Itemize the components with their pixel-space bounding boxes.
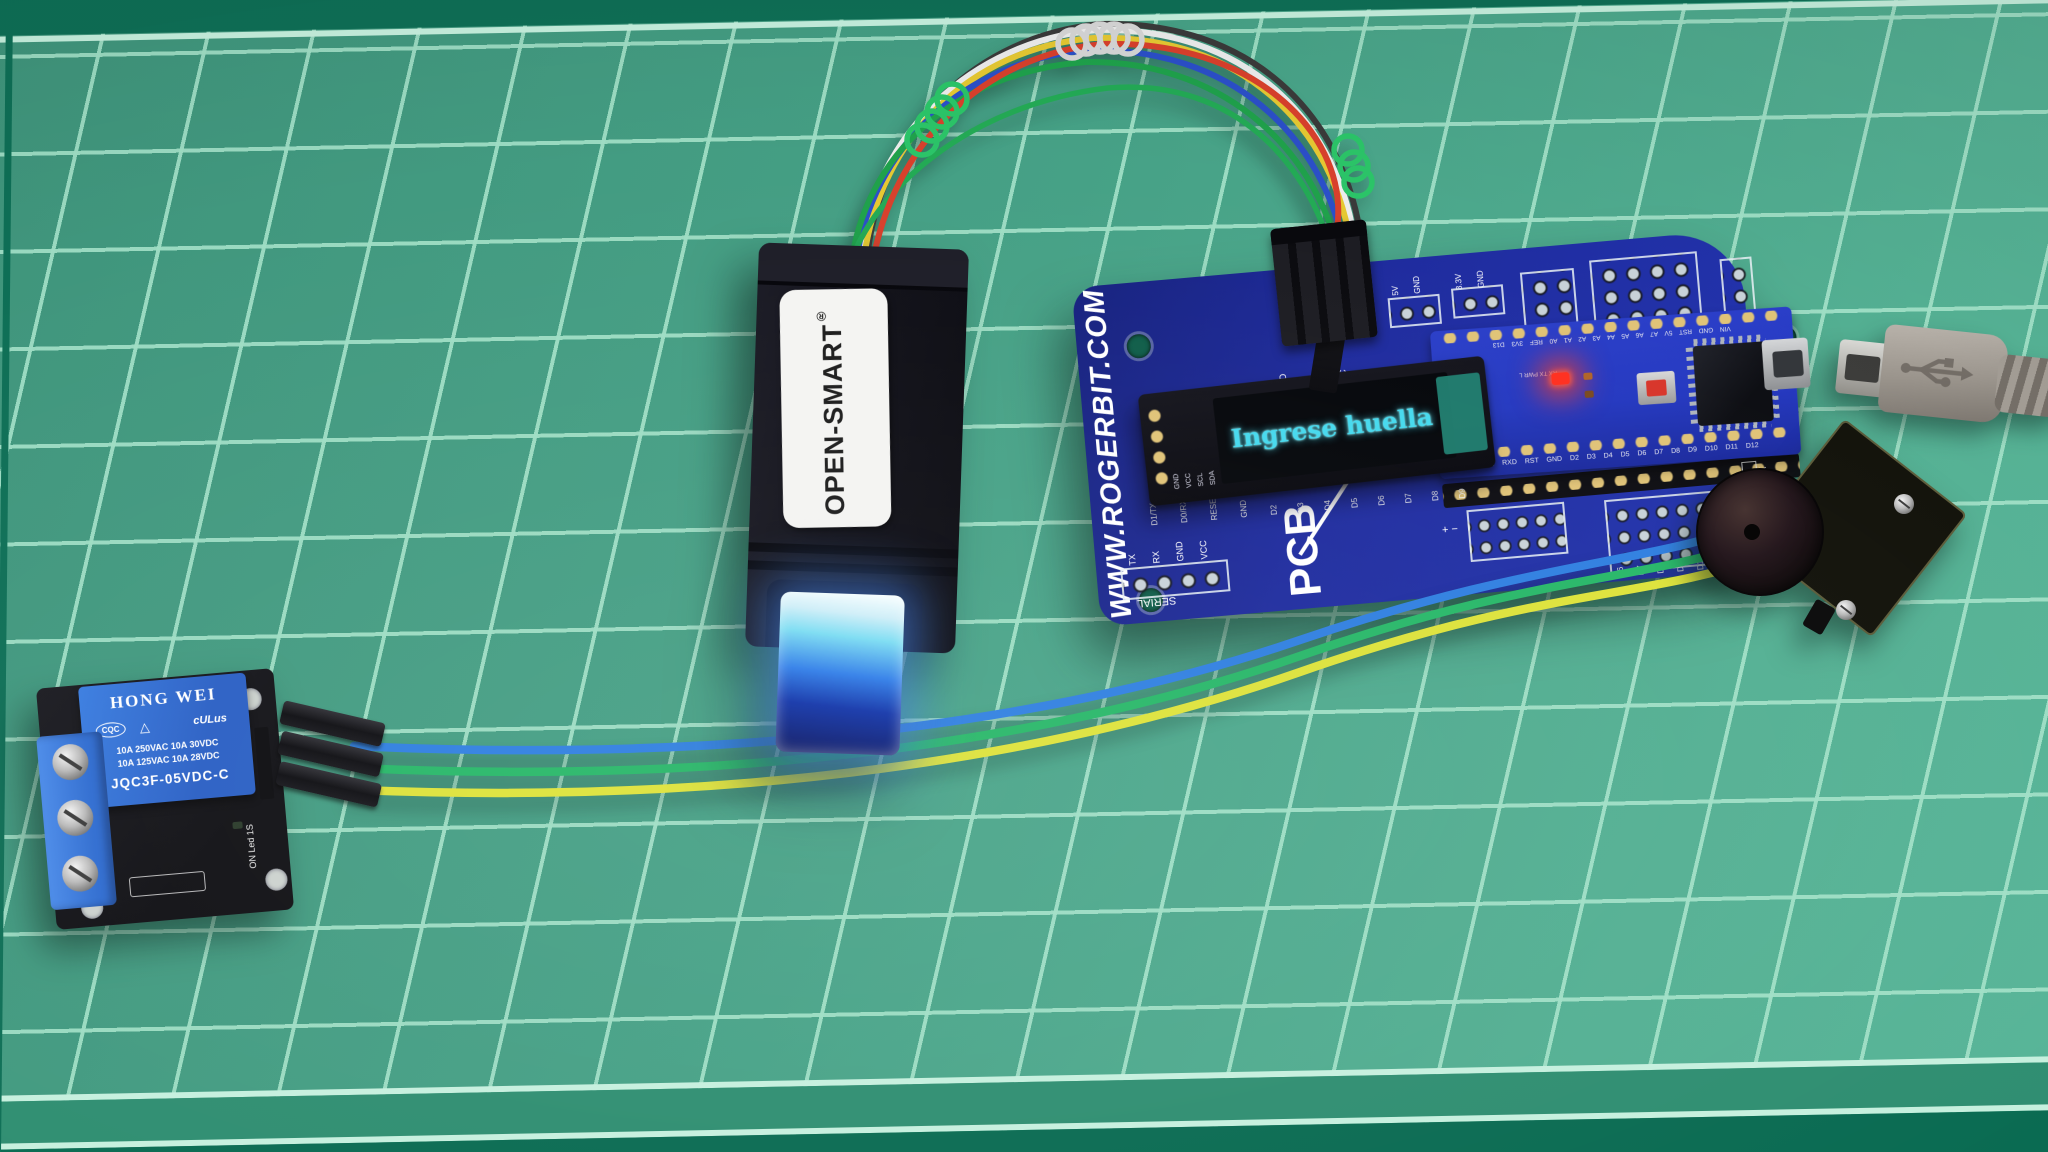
buzzer-hole	[1744, 524, 1760, 540]
usb-plug-body	[1877, 323, 2010, 425]
ul-mark: cULus	[192, 712, 228, 728]
serial-pin-label: TX	[1126, 553, 1138, 566]
sensor-groove	[748, 542, 959, 559]
serial-label: SERIAL	[1136, 593, 1177, 610]
buzzer-screw	[1836, 600, 1856, 620]
rogerbit-shield-board: WWW.ROGERBIT.COM PCB GND TX RX VCC 5V GN…	[1071, 229, 1811, 627]
relay-brand: HONG WEI	[109, 684, 218, 713]
pwr-label-3v3: 3.3V	[1453, 273, 1465, 291]
buzzer-cylinder	[1696, 468, 1824, 596]
sensor-top-cap	[757, 242, 969, 292]
sensor-groove	[747, 560, 958, 577]
pwr-label-gnd2: GND	[1475, 269, 1487, 289]
sensor-label-sticker: OPEN-SMART®	[779, 288, 892, 529]
nano-usb-connector	[1761, 337, 1811, 391]
pwr-label-5v: 5V	[1390, 285, 1401, 296]
terminal-screw	[60, 854, 100, 894]
pwr-pads-3v3-gnd	[1450, 284, 1506, 319]
usb-tip-opening	[1844, 353, 1881, 384]
nano-power-led	[1551, 372, 1570, 386]
sensor-label-text: OPEN-SMART®	[814, 303, 852, 516]
usb-trident-icon	[1900, 357, 1974, 388]
nano-aux-led	[1584, 390, 1594, 398]
pwr-pads-5v-gnd	[1387, 293, 1442, 329]
relay-status-led	[232, 821, 243, 830]
usb-strain-relief	[1993, 353, 2048, 419]
relay-silkscreen-text: ON Led 1S	[244, 823, 259, 869]
sensor-glow-window	[775, 591, 905, 756]
nano-reset-cap	[1645, 379, 1667, 397]
usb-cable-assembly	[1827, 281, 2048, 493]
nano-usb-opening	[1772, 349, 1804, 378]
terminal-screw	[50, 742, 90, 782]
terminal-screw	[55, 798, 95, 838]
registered-mark: ®	[813, 307, 829, 325]
pad-grid	[1466, 501, 1569, 563]
serial-pin-label: GND	[1173, 541, 1186, 562]
plus-minus-label: + −	[1441, 523, 1459, 537]
shield-mount-hole	[1125, 333, 1152, 360]
serial-pin-label: RX	[1150, 550, 1162, 564]
oled-sticker	[1435, 372, 1489, 455]
buzzer-screw	[1894, 494, 1914, 514]
serial-pin-label: VCC	[1197, 539, 1210, 560]
relay-module: HONG WEI CQC △ cULus 10A 250VAC 10A 30VD…	[35, 668, 295, 930]
sensor-brand: OPEN-SMART	[816, 323, 851, 516]
fingerprint-sensor: OPEN-SMART®	[745, 242, 969, 756]
nano-aux-led	[1583, 372, 1593, 381]
sensor-cable-connector	[1270, 219, 1378, 347]
nano-reset-button	[1636, 370, 1677, 406]
relay-silk-outline	[128, 870, 207, 898]
relay-mount-hole	[264, 867, 289, 892]
triangle-mark: △	[139, 719, 151, 735]
pwr-label-gnd: GND	[1411, 275, 1423, 295]
